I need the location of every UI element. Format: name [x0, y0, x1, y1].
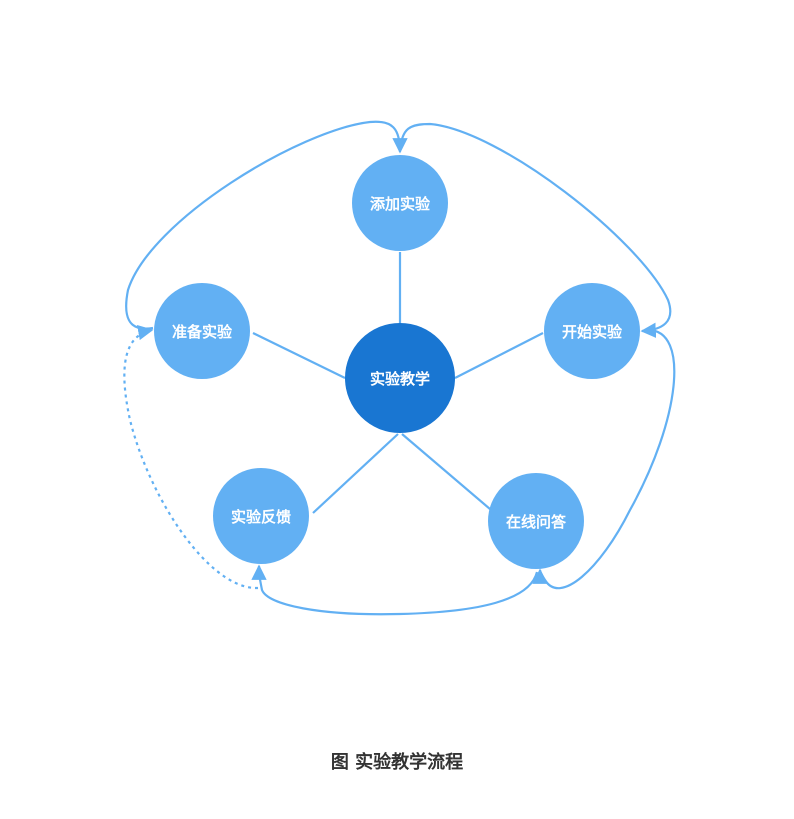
node-experiment-teaching[interactable]: 实验教学 — [345, 323, 455, 433]
cycle-edge-add-start — [398, 122, 672, 338]
node-online-qa[interactable]: 在线问答 — [488, 473, 584, 569]
node-prepare-experiment[interactable]: 准备实验 — [154, 283, 250, 379]
spoke-feedback — [312, 433, 399, 514]
node-label: 准备实验 — [171, 322, 232, 341]
figure-caption: 图 实验教学流程 — [330, 752, 464, 773]
node-label: 开始实验 — [561, 322, 622, 341]
node-label: 添加实验 — [369, 194, 430, 213]
node-label: 在线问答 — [505, 512, 566, 531]
cycle-edge-prepare-add — [125, 120, 408, 330]
spoke-start — [454, 332, 544, 379]
node-experiment-feedback[interactable]: 实验反馈 — [213, 468, 309, 564]
spoke-qa — [401, 433, 498, 516]
cycle-edge-feedback-prepare — [123, 324, 259, 590]
center-label: 实验教学 — [369, 369, 430, 388]
cycle-edge-qa-feedback — [251, 564, 539, 616]
node-add-experiment[interactable]: 添加实验 — [352, 155, 448, 251]
node-start-experiment[interactable]: 开始实验 — [544, 283, 640, 379]
spoke-prepare — [252, 332, 346, 379]
node-label: 实验反馈 — [230, 507, 291, 526]
cycle-edge-start-qa — [532, 328, 676, 590]
